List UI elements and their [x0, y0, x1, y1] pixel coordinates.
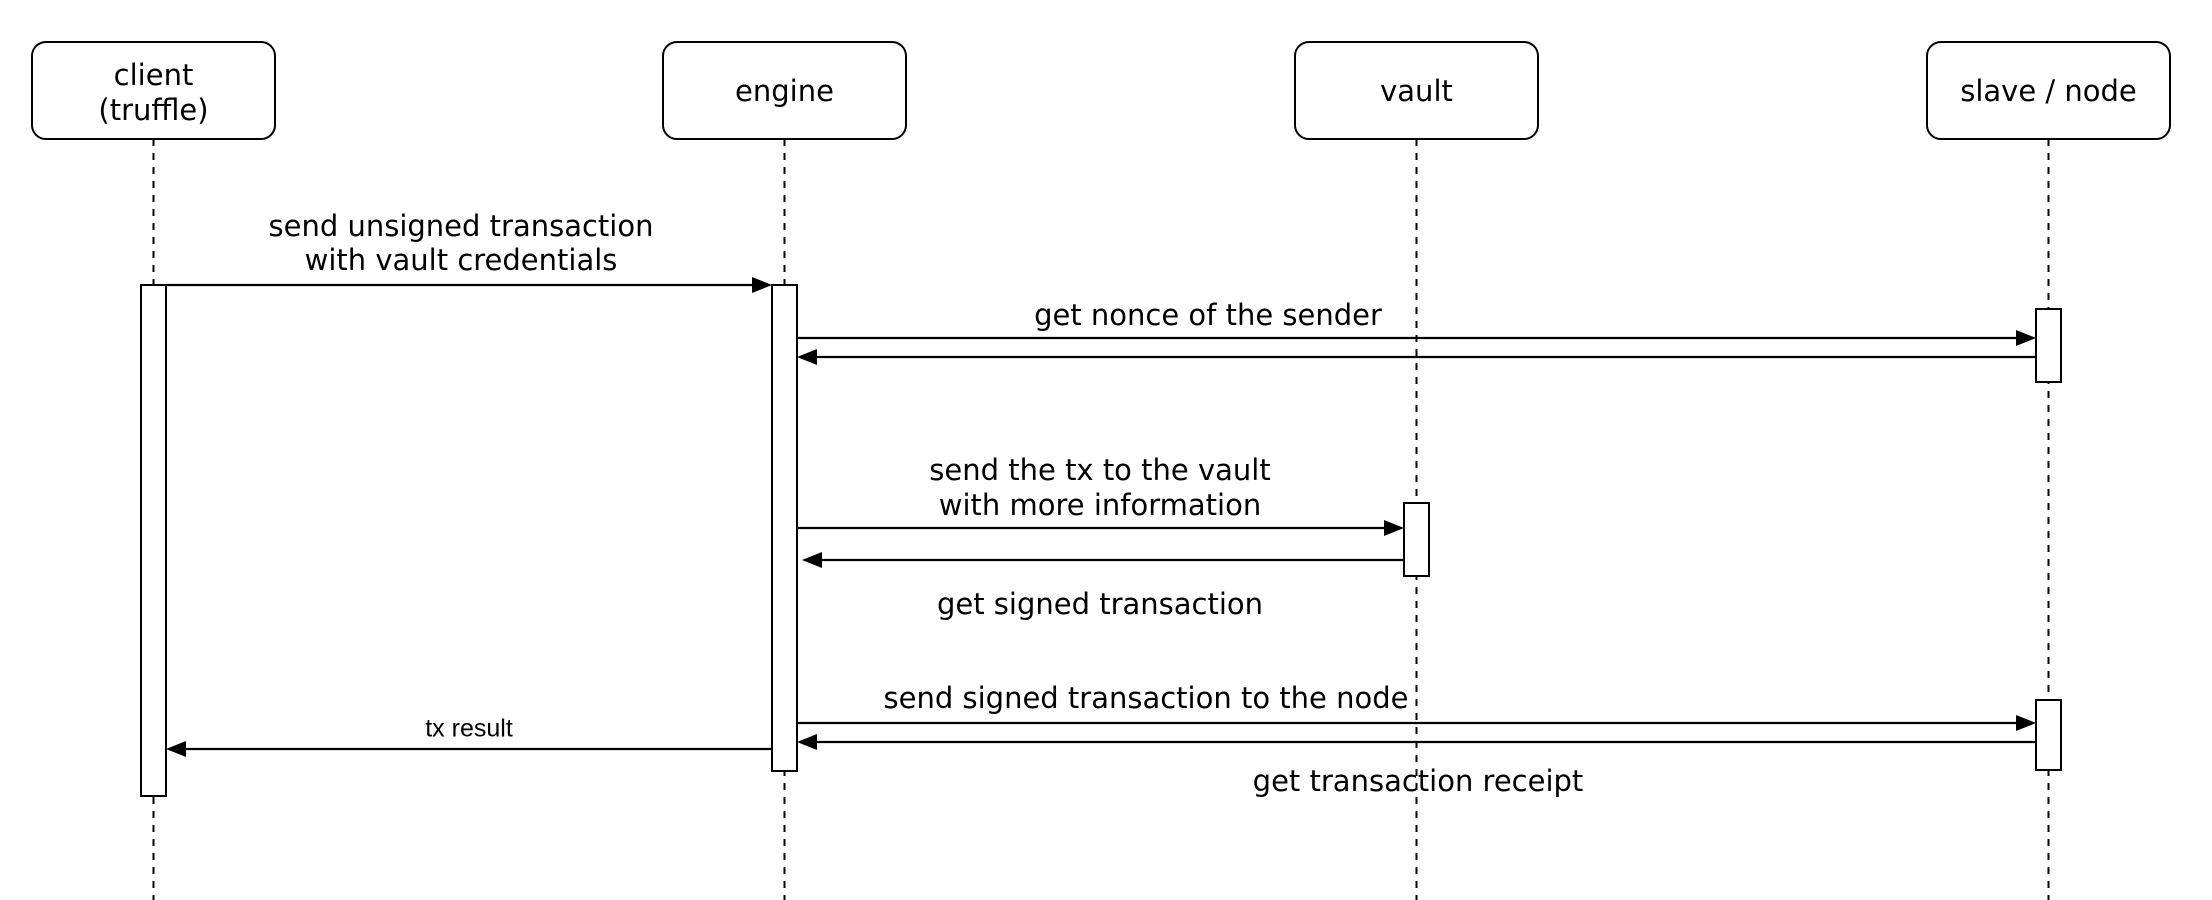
message-label-send-tx-vault: send the tx to the vault [929, 453, 1270, 487]
message-get-nonce: get nonce of the sender [797, 298, 2036, 346]
participant-vault: vault [1294, 41, 1539, 140]
arrowhead-get-receipt [797, 734, 817, 750]
activation-engine [771, 284, 798, 772]
message-nonce-reply [797, 349, 2036, 365]
message-label-tx-result: tx result [425, 715, 513, 743]
participant-label-client: client [114, 58, 194, 92]
message-label-send-tx-vault-2: with more information [939, 488, 1261, 522]
message-label-get-receipt: get transaction receipt [1253, 764, 1584, 798]
message-label-send-unsigned: send unsigned transaction [269, 209, 654, 243]
participant-label-node: slave / node [1960, 74, 2137, 108]
arrowhead-get-signed [802, 552, 822, 568]
activation-client [140, 284, 167, 797]
message-label-send-unsigned-2: with vault credentials [305, 243, 618, 277]
participant-engine: engine [662, 41, 907, 140]
arrowhead-nonce-reply [797, 349, 817, 365]
message-get-receipt: get transaction receipt [797, 734, 2036, 798]
arrowhead-send-tx-vault [1384, 520, 1404, 536]
message-tx-result: tx result [166, 715, 772, 757]
arrowhead-send-unsigned [752, 277, 772, 293]
message-send-signed-node: send signed transaction to the node [797, 681, 2036, 731]
message-send-tx-vault: send the tx to the vault with more infor… [797, 453, 1404, 536]
arrowhead-tx-result [166, 741, 186, 757]
activation-node-1 [2035, 308, 2062, 383]
arrowhead-get-nonce [2016, 330, 2036, 346]
message-send-unsigned: send unsigned transaction with vault cre… [166, 209, 772, 293]
activation-node-2 [2035, 699, 2062, 771]
arrowhead-send-signed-node [2016, 715, 2036, 731]
message-label-get-nonce: get nonce of the sender [1034, 298, 1382, 332]
participant-label-client-sub: (truffle) [98, 93, 208, 127]
participant-label-engine: engine [735, 74, 834, 108]
participant-client: client (truffle) [31, 41, 276, 140]
participant-label-vault: vault [1380, 74, 1453, 108]
activation-vault [1403, 502, 1430, 577]
message-get-signed: get signed transaction [802, 552, 1404, 621]
message-label-send-signed-node: send signed transaction to the node [884, 681, 1409, 715]
message-label-get-signed: get signed transaction [937, 587, 1263, 621]
participant-node: slave / node [1926, 41, 2171, 140]
